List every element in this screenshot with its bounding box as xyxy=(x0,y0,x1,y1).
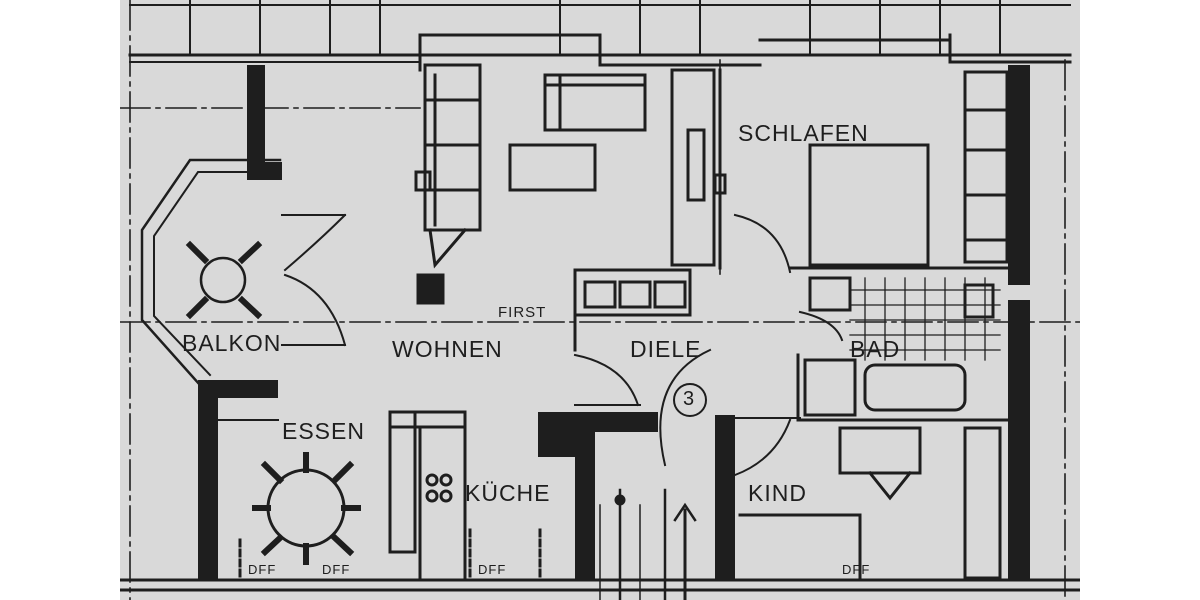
right-wall xyxy=(1008,65,1030,285)
kind-door xyxy=(733,418,792,477)
balkon-outline xyxy=(140,158,282,387)
balkon-table xyxy=(185,240,263,320)
room-label-diele: DIELE xyxy=(630,336,702,362)
dff-label: DFF xyxy=(478,562,507,577)
wardrobe-left xyxy=(670,68,727,270)
dff-label: DFF xyxy=(842,562,871,577)
balkon-wall xyxy=(247,65,265,180)
stair-marker-circle xyxy=(673,383,707,417)
essen-top-wall xyxy=(198,380,278,398)
balkon-door xyxy=(281,213,347,347)
diele-cabinet xyxy=(573,268,692,352)
living-table xyxy=(508,73,647,192)
inner-top-walls xyxy=(418,33,1072,72)
annotation-first: FIRST xyxy=(498,304,547,321)
essen-left-wall xyxy=(198,380,218,580)
kind-furniture xyxy=(738,426,1002,582)
room-label-essen: ESSEN xyxy=(282,418,365,444)
room-label-schlafen: SCHLAFEN xyxy=(738,120,869,146)
diele-door-left xyxy=(573,353,640,407)
right-wall-lower xyxy=(1008,300,1030,580)
living-shelf xyxy=(414,63,482,305)
dining-table xyxy=(252,452,361,565)
bad-fixtures xyxy=(796,276,1012,422)
kitchen-counter xyxy=(388,410,467,582)
stair-arc xyxy=(659,348,712,467)
room-label-kueche: KÜCHE xyxy=(465,480,551,506)
stairwell xyxy=(538,412,735,600)
room-label-kind: KIND xyxy=(748,480,807,506)
wardrobe-right xyxy=(963,70,1009,264)
bad-tiles xyxy=(849,277,1001,361)
bottom-exterior-wall xyxy=(120,528,1080,592)
bed xyxy=(808,143,930,267)
dff-label: DFF xyxy=(248,562,277,577)
schlafen-door xyxy=(733,213,792,274)
dff-label: DFF xyxy=(322,562,351,577)
room-label-balkon: BALKON xyxy=(182,330,282,356)
room-label-bad: BAD xyxy=(850,336,901,362)
floor-plan-drawing xyxy=(120,0,1080,600)
room-label-wohnen: WOHNEN xyxy=(392,336,503,362)
floor-plan: SCHLAFEN BALKON WOHNEN DIELE BAD ESSEN K… xyxy=(120,0,1080,600)
stair-number: 3 xyxy=(683,388,696,410)
